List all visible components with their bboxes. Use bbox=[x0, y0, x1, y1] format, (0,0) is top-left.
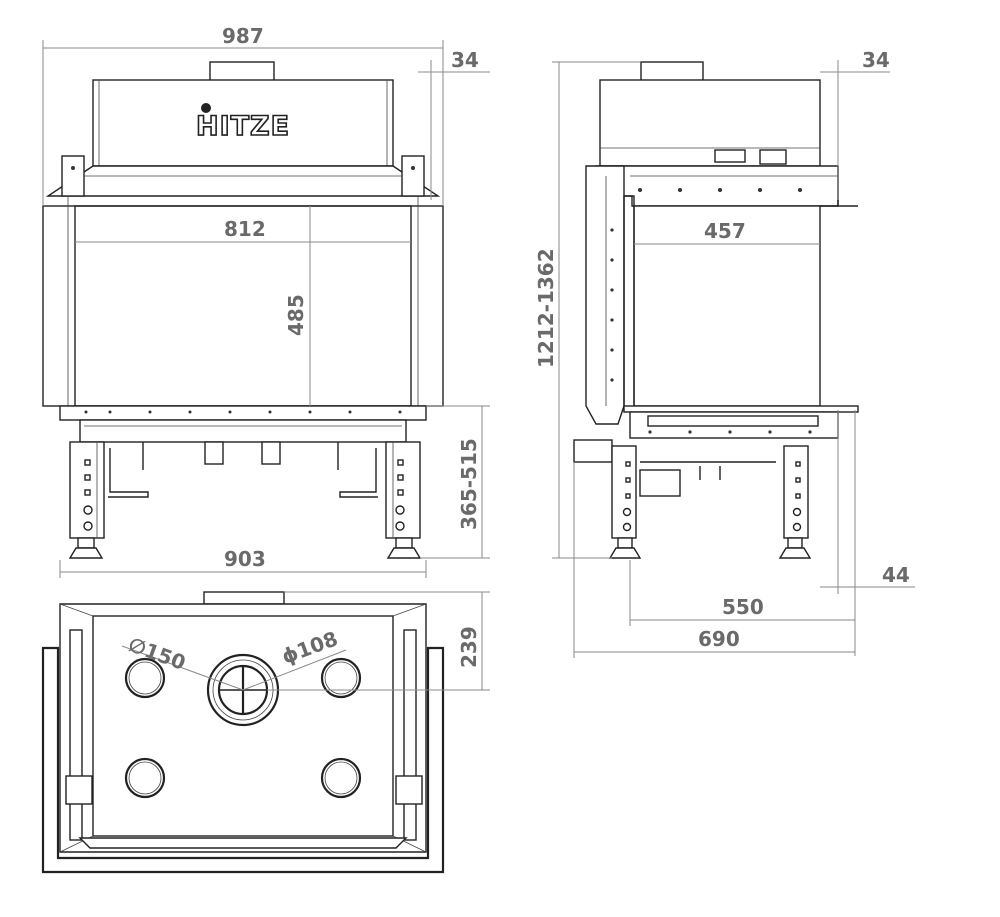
dim-front-width: 987 bbox=[222, 24, 264, 48]
outlet-back-right bbox=[320, 757, 362, 799]
dim-base-width: 903 bbox=[224, 547, 266, 571]
dim-glass-width: 812 bbox=[224, 217, 266, 241]
side-glass bbox=[633, 205, 821, 407]
dim-glass-height: 485 bbox=[284, 294, 308, 336]
dim-offset-bottom: 44 bbox=[882, 563, 910, 587]
front-hood bbox=[92, 79, 394, 167]
side-front-leg bbox=[611, 445, 637, 539]
top-view: ∅150 ϕ108 239 bbox=[41, 591, 490, 874]
outlet-front-right bbox=[320, 657, 362, 699]
dim-total-height: 1212-1362 bbox=[534, 248, 558, 368]
front-flue-collar bbox=[209, 61, 275, 83]
dim-overall-depth: 690 bbox=[698, 627, 740, 651]
dim-side-offset: 34 bbox=[862, 48, 890, 72]
front-view: HITZE bbox=[42, 24, 490, 578]
dim-base-depth: 550 bbox=[722, 595, 764, 619]
top-body bbox=[92, 615, 394, 837]
dim-front-offset: 34 bbox=[451, 48, 479, 72]
outlet-back-left bbox=[124, 757, 166, 799]
front-frame bbox=[42, 205, 444, 407]
side-flue-collar bbox=[640, 61, 704, 83]
dim-leg-height: 365-515 bbox=[457, 438, 481, 530]
side-view: 1212-1362 34 457 44 550 690 bbox=[534, 48, 915, 658]
hitze-logo: HITZE bbox=[195, 103, 290, 143]
side-hood bbox=[599, 79, 821, 167]
brand-logo-text: HITZE bbox=[196, 111, 290, 142]
dim-glass-depth: 457 bbox=[704, 219, 746, 243]
outlet-front-left bbox=[124, 657, 166, 699]
dim-outlet-offset: 239 bbox=[457, 626, 481, 668]
